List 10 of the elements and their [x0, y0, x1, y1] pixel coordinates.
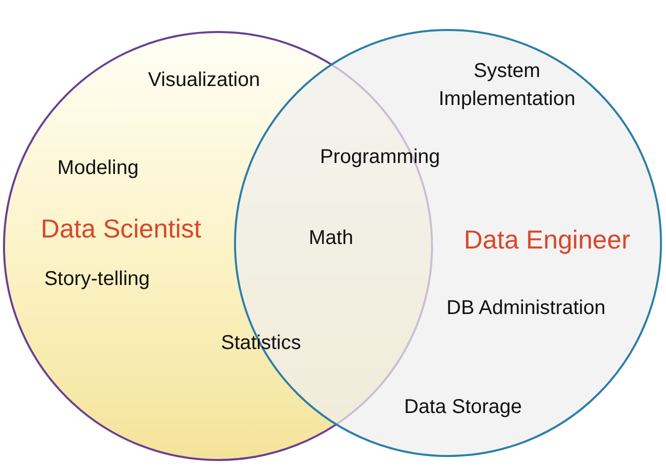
- skill-label: Data Storage: [403, 395, 523, 420]
- skill-label: Programming: [318, 145, 442, 170]
- skill-label: Modeling: [56, 156, 140, 181]
- skill-label: System Implementation: [438, 59, 576, 112]
- circle-title: Data Scientist: [40, 214, 202, 244]
- skill-label: Math: [308, 226, 354, 251]
- skill-label: Visualization: [147, 68, 261, 93]
- circle-title: Data Engineer: [464, 224, 630, 256]
- skill-label: DB Administration: [446, 296, 606, 321]
- skill-label: Story-telling: [43, 267, 151, 292]
